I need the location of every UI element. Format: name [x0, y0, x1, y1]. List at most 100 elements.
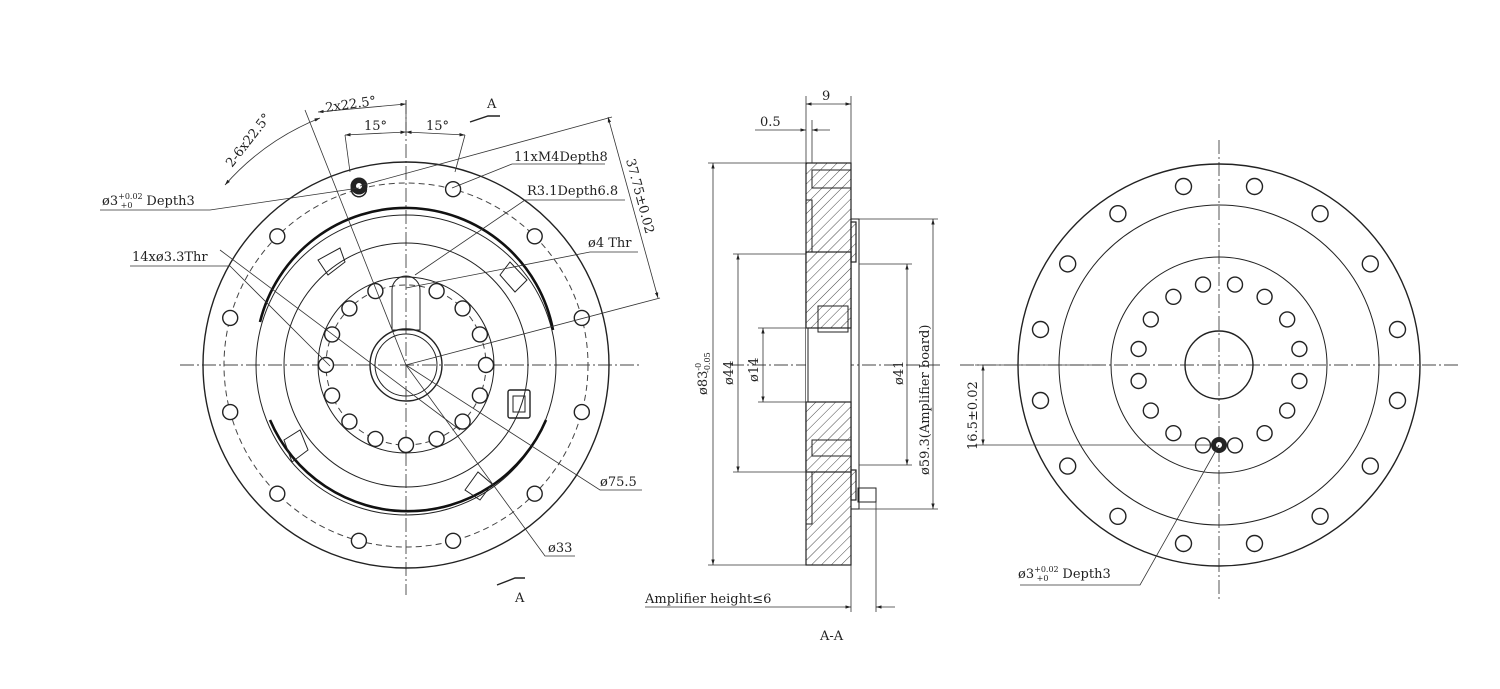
dim-angle-2x: 2x22.5° — [324, 94, 377, 116]
front-radial-guide-1 — [219, 249, 461, 431]
front-angle-radial — [304, 109, 407, 366]
dim-thread-holes: 11xM4Depth8 — [514, 150, 608, 165]
front-section-label-top: A — [486, 97, 497, 112]
dim-dia-33: ø33 — [548, 541, 572, 556]
front-connector-chip — [507, 389, 531, 419]
front-section-arrow-top — [469, 115, 500, 123]
front-hub-hole — [397, 436, 415, 454]
back-hub-hole — [1226, 437, 1244, 454]
back-hub-hole — [1165, 288, 1182, 305]
front-hub-hole — [477, 356, 495, 374]
front-outer-hole — [573, 309, 590, 327]
back-outer-hole — [1109, 204, 1127, 223]
front-outer-hole — [350, 532, 368, 549]
front-outer-circle — [202, 161, 610, 569]
dim-back-offset: 16.5±0.02 — [966, 381, 981, 450]
front-outer-hole — [269, 485, 286, 502]
section-view: 9 0.5 ø83-0-0.05 ø44 ø14 ø41 ø59.3(Ampli… — [644, 89, 940, 644]
back-hub-hole — [1278, 311, 1296, 328]
front-hub-hole — [367, 282, 384, 300]
front-hub-hole — [428, 282, 445, 300]
dim-through-holes: 14xø3.3Thr — [132, 250, 208, 265]
back-hub-hole — [1142, 402, 1160, 419]
front-inner-ring-outer — [255, 214, 557, 516]
front-pin-hole-center — [356, 183, 362, 189]
back-hub-hole — [1142, 311, 1160, 328]
dim-width-9: 9 — [822, 89, 830, 104]
back-outer-hole — [1174, 534, 1193, 553]
front-radial-ext-2 — [359, 116, 613, 187]
front-hub-hole — [341, 300, 358, 317]
back-outer-hole — [1058, 457, 1077, 475]
section-lower-hub — [805, 401, 852, 473]
leader-pin-hole — [100, 187, 360, 211]
back-inner-circle — [1110, 256, 1328, 474]
leader-back-pin-hole — [1020, 444, 1220, 586]
front-notch-1 — [317, 247, 346, 276]
front-angle-2x-line — [317, 102, 407, 114]
back-outer-hole — [1058, 255, 1077, 273]
front-outer-hole — [573, 403, 590, 421]
leader-dia-75 — [405, 364, 642, 491]
dim-dia-14: ø14 — [747, 358, 762, 382]
front-hub-hole — [367, 430, 384, 448]
front-section-arrow-bottom — [496, 577, 525, 586]
dim-relief: R3.1Depth6.8 — [527, 184, 618, 199]
front-bore-outer — [369, 328, 443, 402]
section-step-top — [805, 199, 813, 253]
back-hub-hole — [1291, 340, 1308, 358]
section-pin-bottom — [811, 439, 852, 457]
front-view: A A 2-6x22.5° 2x22.5° 15° 15° 37.75±0.02… — [100, 94, 661, 606]
front-notch-3 — [283, 429, 309, 463]
leader-through-holes — [130, 265, 331, 367]
front-notch-4 — [464, 471, 493, 501]
back-hub-hole — [1165, 425, 1182, 442]
front-bolt-circle — [223, 182, 589, 548]
front-ring-bold-bottom — [268, 419, 548, 513]
back-outer-hole — [1245, 534, 1264, 553]
front-outer-hole — [444, 180, 462, 198]
back-outer-hole — [1311, 204, 1329, 223]
section-connector — [857, 487, 877, 503]
front-outer-hole — [526, 228, 543, 245]
back-outer-hole — [1388, 320, 1407, 339]
dim-dia-44: ø44 — [722, 361, 737, 385]
back-bore — [1184, 330, 1254, 400]
front-hub-hole — [341, 413, 358, 430]
dim-radial-offset: 37.75±0.02 — [622, 157, 656, 235]
front-notch-2 — [499, 261, 528, 293]
back-hub-hole — [1256, 425, 1273, 442]
front-15-ext-r — [454, 134, 466, 173]
front-outer-hole — [526, 485, 543, 502]
front-outer-hole — [221, 403, 239, 421]
front-hub-hole — [454, 300, 471, 317]
front-hub-holes — [317, 282, 495, 454]
back-outer-hole — [1388, 391, 1407, 410]
back-outer-hole — [1311, 507, 1329, 525]
section-view-label: A-A — [819, 629, 844, 644]
back-hub-hole — [1194, 276, 1212, 293]
dim-dia-41: ø41 — [892, 361, 907, 385]
section-board-plate — [850, 218, 860, 510]
section-pin-top — [811, 169, 852, 189]
back-hub-hole — [1226, 276, 1244, 293]
front-inner-ring — [283, 242, 529, 488]
back-hub-hole — [1130, 372, 1147, 390]
front-15-ext-l — [344, 134, 351, 173]
front-connector-inner — [512, 395, 526, 413]
front-15-right-line — [405, 130, 466, 137]
back-hub-hole — [1256, 288, 1273, 305]
back-outer-hole — [1361, 255, 1380, 273]
leader-thread-holes — [451, 163, 605, 189]
front-section-label-bottom: A — [514, 591, 525, 606]
leader-relief — [414, 199, 625, 276]
front-bore-inner — [374, 333, 438, 397]
front-outer-hole — [444, 532, 462, 549]
front-hub-hole — [317, 356, 335, 374]
front-outer-hole — [221, 309, 239, 327]
dim-outer-dia: ø83-0-0.05 — [694, 352, 712, 395]
